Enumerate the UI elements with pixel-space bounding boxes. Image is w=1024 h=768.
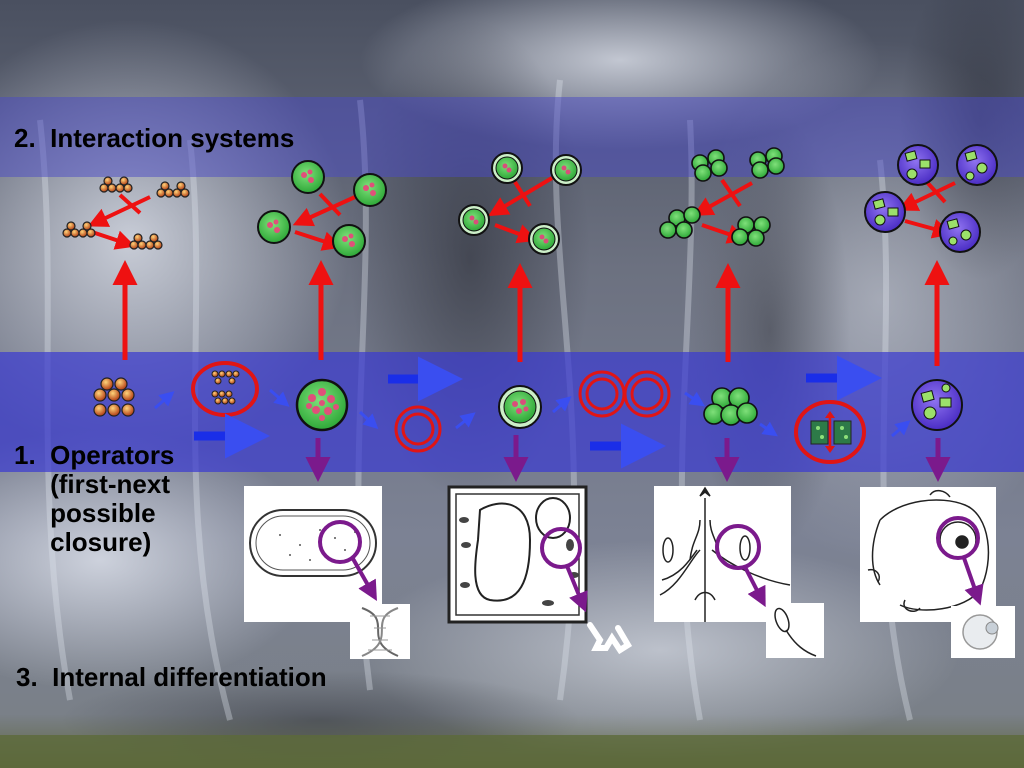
plant-cell-drawing [447, 485, 588, 624]
operator-colony-icon [703, 387, 758, 426]
cell-colony-icon [659, 147, 785, 247]
flower-drawing [654, 486, 791, 622]
chromosome-thumbnail [587, 622, 633, 655]
operator-cell-icon [498, 385, 542, 429]
purple-cell-icon [864, 144, 998, 253]
internal-differentiation-label: 3. Internal differentiation [16, 662, 327, 692]
closure-double-ring-icon [394, 405, 442, 453]
closure-twin-ring-icon [578, 370, 671, 418]
operator-particle-icon [93, 377, 135, 417]
interaction-systems-label: 2. Interaction systems [14, 123, 295, 153]
bacterium-drawing [244, 486, 382, 622]
atom-cluster-icon [257, 160, 387, 258]
fish-drawing [860, 487, 996, 622]
closure-organ-icon [794, 400, 866, 464]
operator-atom-icon [295, 378, 349, 432]
operator-neural-icon [911, 379, 963, 431]
magnifier-icons [318, 516, 984, 613]
particle-cluster-icon [62, 176, 190, 250]
operators-label: 1. Operators (first-next possible closur… [14, 440, 175, 557]
big-operator-arrows [194, 355, 882, 469]
small-operator-arrows [154, 388, 911, 438]
emergence-arrows [112, 260, 950, 366]
anther-thumbnail [766, 603, 824, 658]
closure-ring-icon [191, 361, 259, 417]
dna-thumbnail [350, 604, 410, 659]
green-cell-icon [458, 152, 582, 255]
differentiation-arrows [305, 435, 951, 482]
eye-thumbnail [951, 606, 1015, 658]
